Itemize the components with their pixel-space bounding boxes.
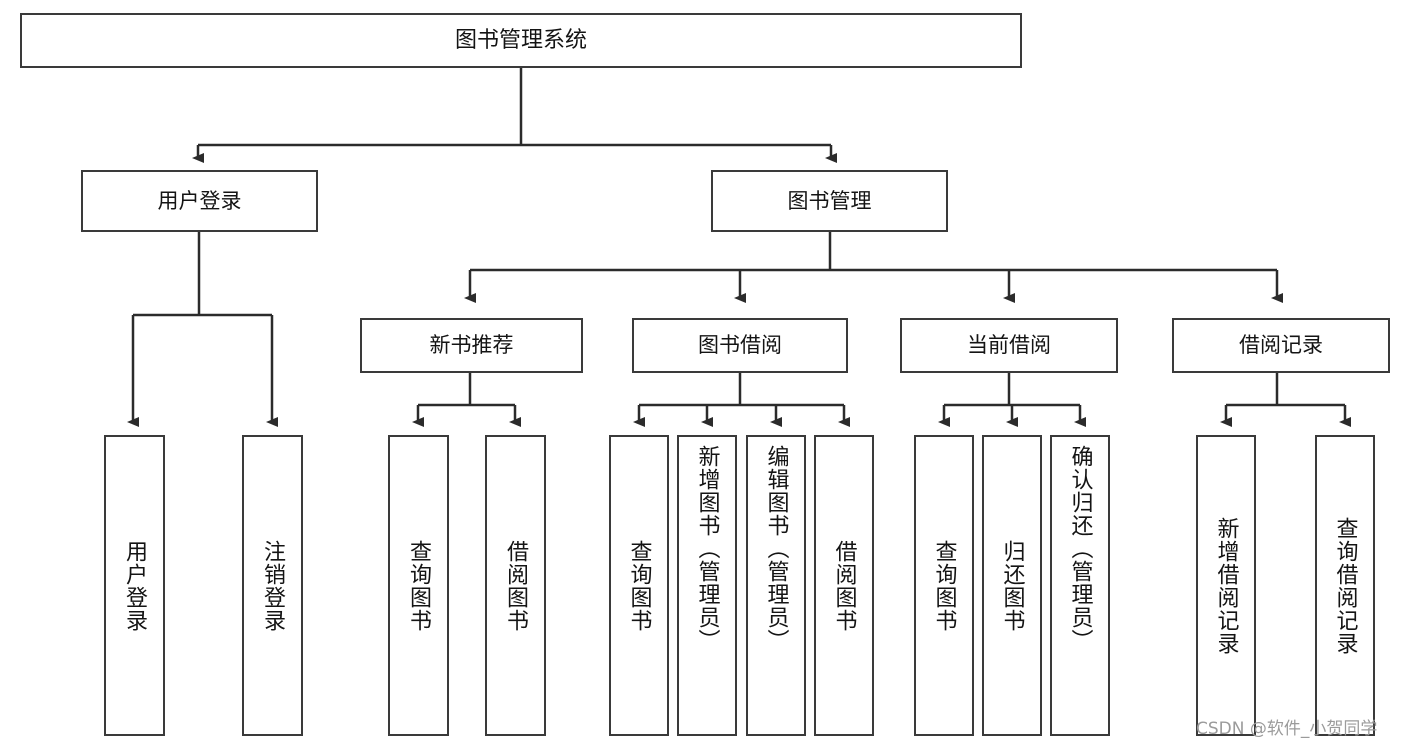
leaf-query-borrow-record[interactable]: 查询借阅记录 — [1315, 435, 1375, 736]
node-book-borrow[interactable]: 图书借阅 — [632, 318, 848, 373]
node-label: 查询图书 — [406, 539, 432, 632]
leaf-add-book-admin[interactable]: 新增图书（管理员） — [677, 435, 737, 736]
node-book-management[interactable]: 图书管理 — [711, 170, 948, 232]
leaf-logout[interactable]: 注销登录 — [242, 435, 303, 736]
node-label: 用户登录 — [122, 539, 148, 632]
node-borrow-records[interactable]: 借阅记录 — [1172, 318, 1390, 373]
watermark: CSDN @软件_小贺同学 — [1196, 719, 1378, 739]
node-label: 查询图书 — [931, 539, 957, 632]
leaf-borrow-book[interactable]: 借阅图书 — [814, 435, 874, 736]
node-label: 图书管理 — [787, 188, 872, 213]
node-new-book-recommend[interactable]: 新书推荐 — [360, 318, 583, 373]
node-label: 当前借阅 — [967, 333, 1051, 358]
leaf-query-book-recommend[interactable]: 查询图书 — [388, 435, 449, 736]
node-label: 图书管理系统 — [454, 27, 587, 53]
leaf-confirm-return-admin[interactable]: 确认归还（管理员） — [1050, 435, 1110, 736]
leaf-borrow-book-recommend[interactable]: 借阅图书 — [485, 435, 546, 736]
leaf-query-book-current[interactable]: 查询图书 — [914, 435, 974, 736]
node-label: 注销登录 — [260, 539, 286, 632]
node-root[interactable]: 图书管理系统 — [20, 13, 1022, 68]
node-label: 归还图书 — [999, 539, 1025, 632]
leaf-return-book[interactable]: 归还图书 — [982, 435, 1042, 736]
leaf-user-login[interactable]: 用户登录 — [104, 435, 165, 736]
node-label: 图书借阅 — [698, 333, 782, 358]
leaf-add-borrow-record[interactable]: 新增借阅记录 — [1196, 435, 1256, 736]
node-label: 查询借阅记录 — [1332, 516, 1358, 655]
node-label: 编辑图书（管理员） — [763, 445, 789, 652]
leaf-edit-book-admin[interactable]: 编辑图书（管理员） — [746, 435, 806, 736]
node-label: 借阅记录 — [1239, 333, 1323, 358]
node-current-borrow[interactable]: 当前借阅 — [900, 318, 1118, 373]
node-label: 新书推荐 — [429, 333, 514, 358]
leaf-query-book-borrow[interactable]: 查询图书 — [609, 435, 669, 736]
node-label: 借阅图书 — [831, 539, 857, 632]
node-label: 借阅图书 — [503, 539, 529, 632]
node-label: 查询图书 — [626, 539, 652, 632]
node-user-login[interactable]: 用户登录 — [81, 170, 318, 232]
node-label: 新增图书（管理员） — [694, 445, 720, 652]
node-label: 用户登录 — [157, 188, 242, 213]
node-label: 确认归还（管理员） — [1067, 445, 1093, 652]
node-label: 新增借阅记录 — [1213, 516, 1239, 655]
